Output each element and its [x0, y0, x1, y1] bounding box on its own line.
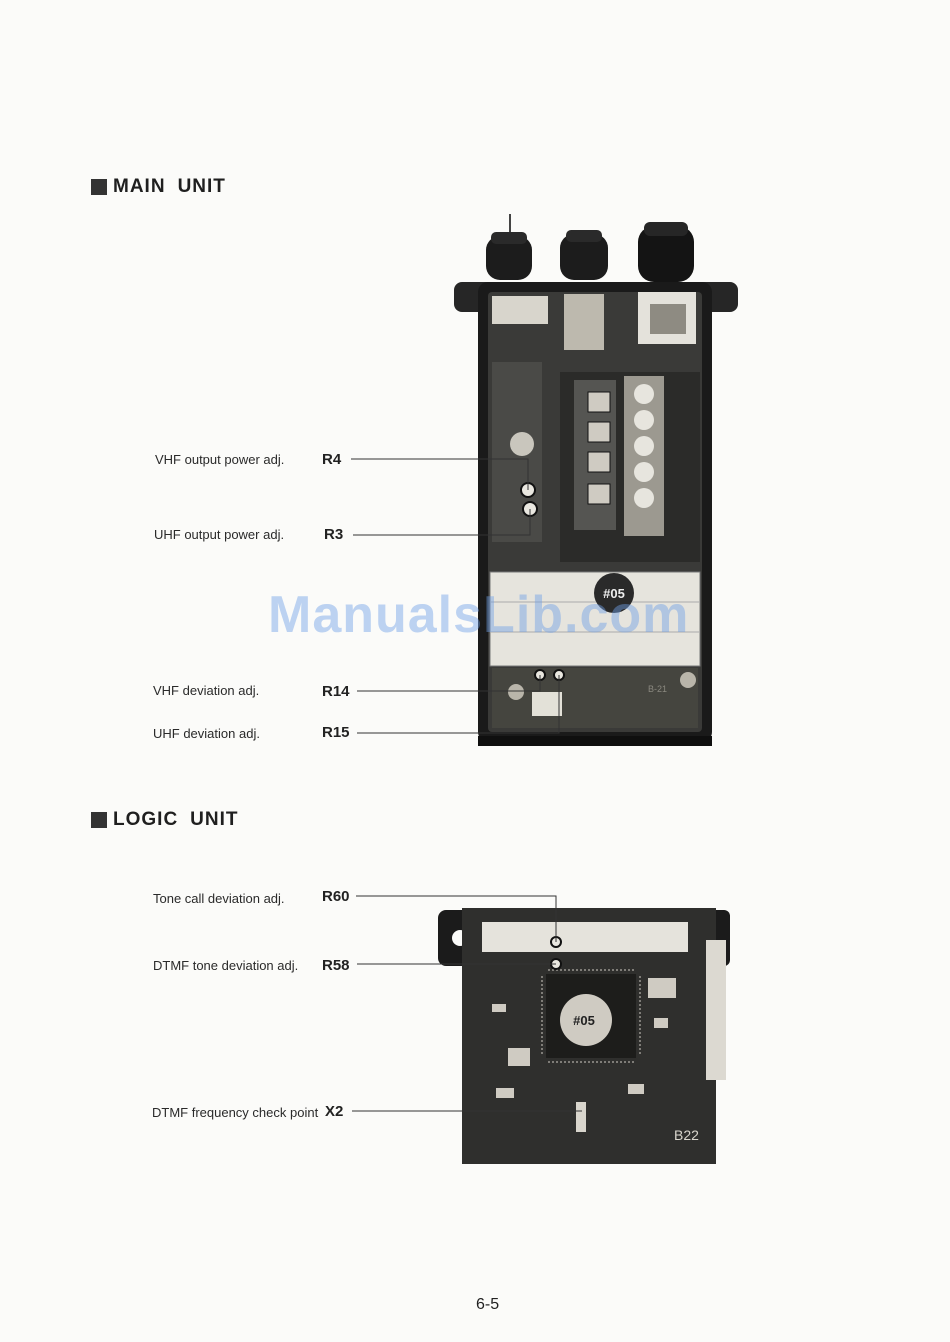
callout-label-uhf-deviation: UHF deviation adj. [153, 726, 260, 741]
callout-ref-r3: R3 [324, 526, 343, 543]
callout-label-dtmf-tone-deviation: DTMF tone deviation adj. [153, 958, 298, 973]
callout-label-vhf-output-power: VHF output power adj. [155, 452, 284, 467]
callout-label-uhf-output-power: UHF output power adj. [154, 527, 284, 542]
callout-ref-r58: R58 [322, 957, 350, 974]
callout-label-tone-call-deviation: Tone call deviation adj. [153, 891, 285, 906]
callout-ref-r15: R15 [322, 724, 350, 741]
page-number: 6-5 [476, 1296, 499, 1314]
callout-ref-x2: X2 [325, 1103, 343, 1120]
callout-ref-r14: R14 [322, 683, 350, 700]
callout-ref-r60: R60 [322, 888, 350, 905]
callout-ref-r4: R4 [322, 451, 341, 468]
callout-label-dtmf-frequency-check-point: DTMF frequency check point [152, 1105, 318, 1120]
callout-label-vhf-deviation: VHF deviation adj. [153, 683, 259, 698]
